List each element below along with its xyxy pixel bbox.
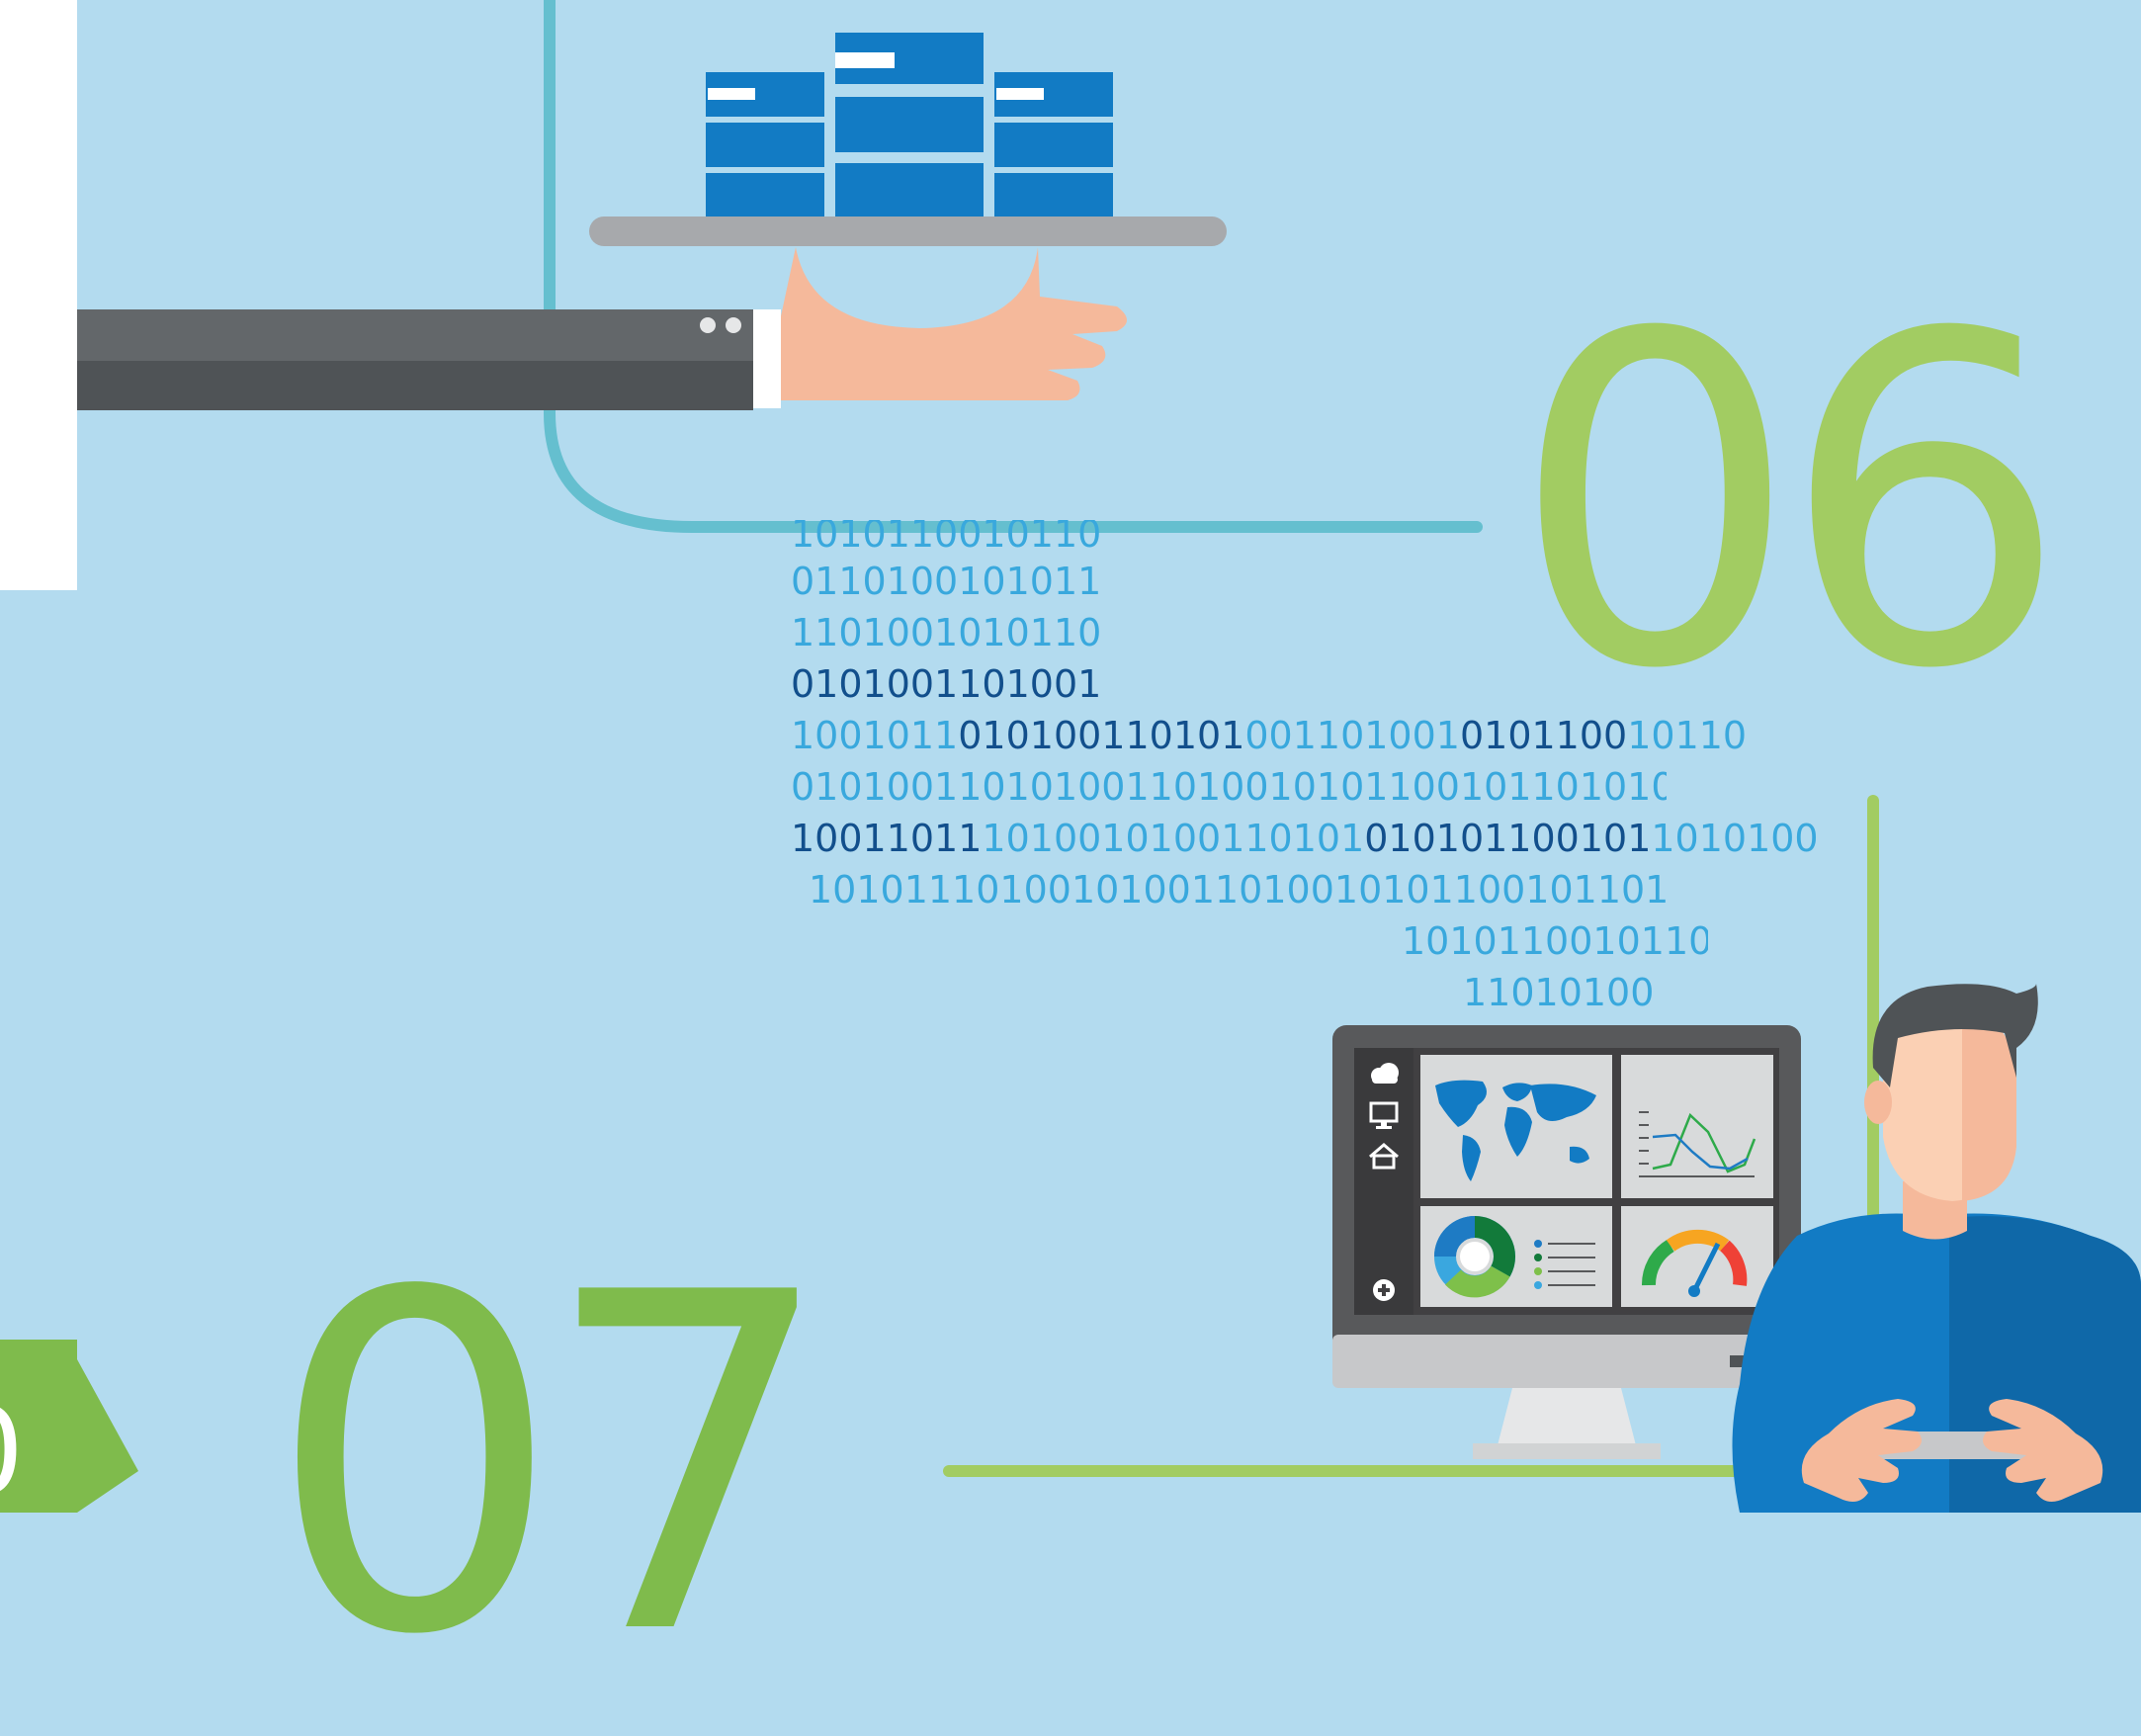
binary-line: 1010110010110101 xyxy=(1402,915,1708,968)
binary-line: 1101001010110 xyxy=(791,607,1101,659)
binary-stream: 1010110010110 0110100101011 110100101011… xyxy=(0,0,2141,1513)
binary-segment: 1010010100110101 xyxy=(982,817,1364,860)
binary-line: 0101001101001 xyxy=(791,658,1101,711)
binary-line: 1010111010010100110100101011001011010100… xyxy=(809,864,1667,916)
binary-segment: 010100110101 xyxy=(958,714,1244,757)
binary-segment: 10110 xyxy=(1627,714,1747,757)
binary-segment: 001101001 xyxy=(1244,714,1460,757)
binary-line-mixed: 1001101110100101001101010101011001011010… xyxy=(791,813,1819,865)
binary-line: 11010100 xyxy=(1463,967,1661,1019)
binary-segment: 010101100101 xyxy=(1364,817,1651,860)
binary-line-mixed: 1001011010100110101001101001010110010110 xyxy=(791,710,1747,762)
illustration-scene: 06 07 0 1010110010110 0110100101011 1101… xyxy=(0,0,2141,1513)
binary-segment: 10011011 xyxy=(791,817,982,860)
binary-line: 0110100101011 xyxy=(791,556,1101,608)
binary-segment: 0101100 xyxy=(1460,714,1627,757)
binary-line: 1010110010110 xyxy=(791,508,1101,561)
binary-segment: 1010100 xyxy=(1651,817,1818,860)
binary-segment: 1001011 xyxy=(791,714,958,757)
binary-line: 0101001101010011010010101100101101010011… xyxy=(791,761,1667,814)
